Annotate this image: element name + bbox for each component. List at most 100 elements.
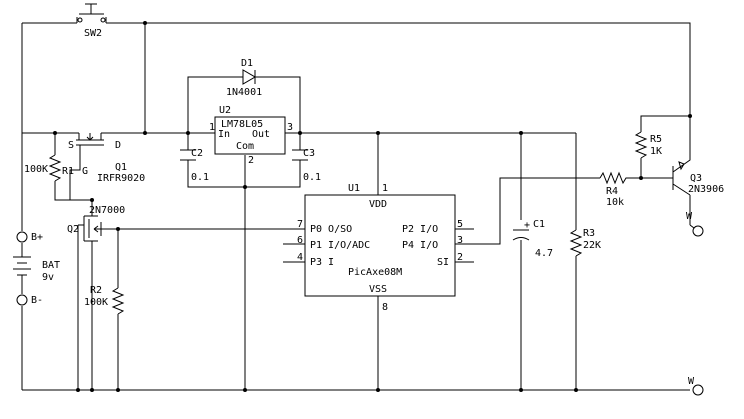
q3-ref: Q3 [690,173,702,184]
u1-pin-p4: 3 [457,235,463,246]
resistor-zigzag [569,229,583,257]
capacitor-plates [180,149,196,161]
junction-dot [574,388,578,392]
wires [21,22,691,391]
q1-drain-label: D [115,140,121,151]
u2-pin-out: 3 [287,122,293,133]
q1-ref: Q1 [115,162,127,173]
u1-pin-p3: 4 [297,252,303,263]
u1-p3-label: P3 I [310,257,334,268]
u1-vss-label: VSS [369,284,387,295]
junction-dot [143,131,147,135]
capacitor-c1: + C1 4.7 [512,219,553,259]
r2-ref: R2 [90,285,102,296]
switch-label: SW2 [84,28,102,39]
wire-top-rail [22,22,691,116]
junction-dot [519,388,523,392]
junction-dot [90,198,94,202]
u1-pin-vdd: 1 [382,183,388,194]
q2-part: 2N7000 [89,205,125,216]
u2-com-label: Com [236,141,254,152]
r1-ref: R1 [62,166,74,177]
wire-q2 [77,200,93,390]
junction-dot [376,388,380,392]
wire-pin-stubs-left [283,243,305,263]
battery-minus-terminal [16,294,28,306]
junction-dot [376,131,380,135]
wire-r1 [54,133,92,201]
junction-dot [519,131,523,135]
u1-vdd-label: VDD [369,199,387,210]
mosfet-symbol [78,215,102,242]
resistor-r3: R3 22K [569,228,601,257]
u1-part: PicAxe08M [348,267,402,278]
switch-symbol [76,3,107,23]
u2-in-label: In [218,129,230,140]
battery-symbol [13,256,31,283]
terminal-ground: W [688,376,704,396]
junction-dot [143,21,147,25]
resistor-zigzag [634,131,648,159]
u1-pin-p0: 7 [297,219,303,230]
regulator-u2: U2 LM78L05 In Out Com 1 3 2 [209,105,293,166]
resistor-r1: 100K R1 [24,154,74,182]
c2-value: 0.1 [191,172,209,183]
output-terminal-lead [689,224,695,229]
junction-dot [243,185,247,189]
output-terminal [692,225,704,237]
battery-bat: B+ BAT 9v B- [13,231,60,306]
battery-value: 9v [42,272,54,283]
junction-dot [90,388,94,392]
u1-ref: U1 [348,183,360,194]
battery-plus-terminal [16,231,28,243]
u2-part: LM78L05 [221,119,263,130]
output-terminal-label: W [686,211,693,222]
c1-ref: C1 [533,219,545,230]
r3-ref: R3 [583,228,595,239]
mosfet-q1: S D G Q1 IRFR9020 [68,133,145,184]
junction-dot [639,176,643,180]
u2-out-label: Out [252,129,270,140]
mosfet-q2: 2N7000 Q2 [67,205,125,242]
capacitor-c3: C3 0.1 [292,148,321,183]
u1-pin-p1: 6 [297,235,303,246]
wire-p4-to-r4 [455,177,648,245]
wire-q1-gate [69,150,81,200]
junction-dot [298,131,302,135]
battery-plus-label: B+ [31,232,43,243]
capacitor-plates [292,149,308,161]
resistor-zigzag [48,154,62,182]
c3-value: 0.1 [303,172,321,183]
r1-value: 100K [24,164,48,175]
resistor-r2: R2 100K [84,285,125,315]
diode-d1: D1 1N4001 [226,58,262,98]
mosfet-symbol [76,133,104,150]
battery-name: BAT [42,260,60,271]
junction-dot [53,131,57,135]
resistor-r5: R5 1K [634,131,662,159]
ground-terminal [692,384,704,396]
transistor-symbol [648,116,691,196]
capacitor-c2: C2 0.1 [180,148,209,183]
u1-si-label: SI [437,257,449,268]
mcu-u1: U1 1 VDD P0 O/SO P1 I/O/ADC P3 I P2 I/O … [297,183,463,313]
q2-ref: Q2 [67,224,79,235]
c1-plus: + [524,220,530,231]
junctions [53,21,692,392]
junction-dot [116,227,120,231]
r5-value: 1K [650,146,662,157]
junction-dot [116,388,120,392]
switch-contact [77,17,83,23]
u1-pin-vss: 8 [382,302,388,313]
u1-p2-label: P2 I/O [402,224,438,235]
r4-ref: R4 [606,186,618,197]
diode-symbol [242,69,256,85]
c3-ref: C3 [303,148,315,159]
q1-part: IRFR9020 [97,173,145,184]
u1-p4-label: P4 I/O [402,240,438,251]
u2-ref: U2 [219,105,231,116]
terminal-output: W [686,211,704,237]
u1-pin-si: 2 [457,252,463,263]
u1-p0-label: P0 O/SO [310,224,352,235]
